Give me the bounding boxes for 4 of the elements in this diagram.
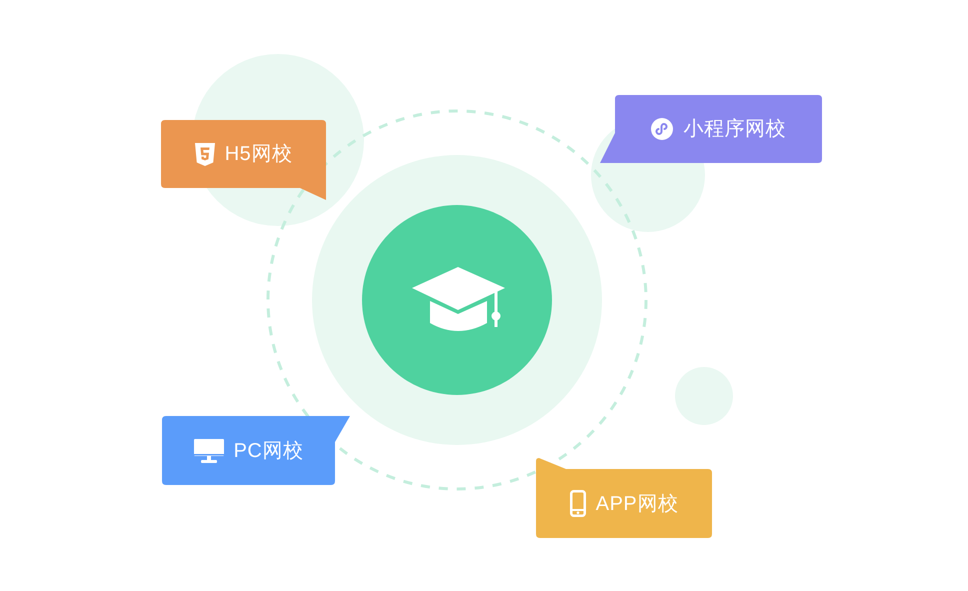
bubble-label: APP网校 — [596, 492, 678, 516]
bubble-label: 小程序网校 — [683, 117, 786, 141]
bubble-label: H5网校 — [224, 142, 292, 166]
bubble-label: PC网校 — [234, 438, 304, 462]
